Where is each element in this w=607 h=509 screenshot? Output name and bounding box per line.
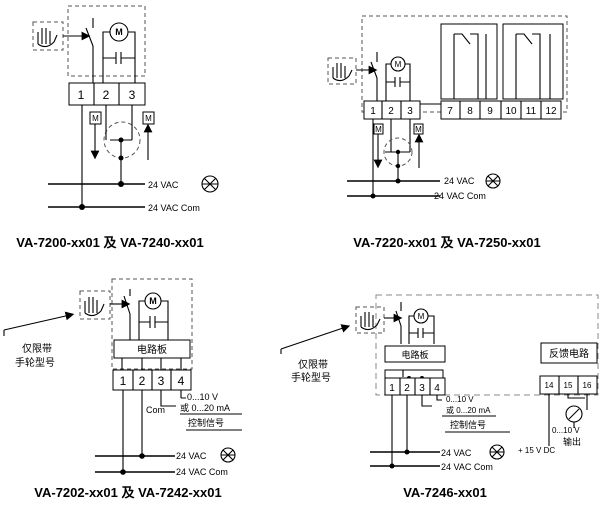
transformer-icon-4 xyxy=(489,444,505,460)
hand-icon-2 xyxy=(327,57,357,85)
svg-text:12: 12 xyxy=(545,106,557,117)
svg-text:9: 9 xyxy=(487,106,493,117)
svg-text:1: 1 xyxy=(120,374,127,388)
caption-d4: VA-7246-xx01 xyxy=(403,485,487,500)
svg-text:M: M xyxy=(145,114,152,123)
svg-text:24 VAC Com: 24 VAC Com xyxy=(441,462,493,472)
svg-text:0...10 V: 0...10 V xyxy=(446,395,474,404)
svg-text:16: 16 xyxy=(583,381,592,390)
svg-text:输出: 输出 xyxy=(563,436,581,448)
actuator-housing-2 xyxy=(361,15,568,113)
svg-text:或 0...20 mA: 或 0...20 mA xyxy=(446,405,491,415)
circuit-board-4 xyxy=(384,345,446,363)
svg-text:M: M xyxy=(149,296,157,306)
svg-text:0...10 V: 0...10 V xyxy=(552,426,580,435)
relay-2 xyxy=(502,23,564,100)
svg-text:24 VAC: 24 VAC xyxy=(441,448,472,458)
caption-d3: VA-7202-xx01 及 VA-7242-xx01 xyxy=(34,485,221,500)
svg-text:2: 2 xyxy=(103,88,110,102)
svg-text:0...10 V: 0...10 V xyxy=(187,392,218,402)
svg-text:2: 2 xyxy=(404,383,410,394)
transformer-icon xyxy=(201,175,219,193)
svg-text:1: 1 xyxy=(389,383,395,394)
svg-text:M: M xyxy=(395,60,402,69)
actuator-housing-3 xyxy=(111,278,193,370)
transformer-icon-2 xyxy=(485,173,501,189)
terminal-block xyxy=(68,82,146,106)
svg-text:反馈电路: 反馈电路 xyxy=(549,347,589,360)
svg-text:Com: Com xyxy=(146,405,165,415)
relay-1 xyxy=(440,23,498,100)
svg-text:11: 11 xyxy=(526,106,537,117)
svg-text:M: M xyxy=(418,312,425,321)
svg-text:M: M xyxy=(415,125,422,134)
handwheel-note-line2: 手轮型号 xyxy=(15,356,55,369)
svg-text:控制信号: 控制信号 xyxy=(450,419,486,431)
svg-text:24 VAC: 24 VAC xyxy=(444,176,475,186)
svg-text:2: 2 xyxy=(388,106,394,117)
svg-text:15: 15 xyxy=(564,381,573,390)
svg-text:+ 15 V DC: + 15 V DC xyxy=(518,446,555,455)
actuator-housing xyxy=(67,5,146,77)
handwheel-note-4-line1: 仅限带 xyxy=(298,359,328,371)
meter-icon xyxy=(565,405,583,423)
svg-text:3: 3 xyxy=(407,106,413,117)
svg-text:或 0...20 mA: 或 0...20 mA xyxy=(180,402,230,413)
transformer-icon-3 xyxy=(220,447,236,463)
svg-text:24 VAC Com: 24 VAC Com xyxy=(148,203,200,213)
hand-icon-4 xyxy=(355,306,385,334)
svg-text:24 VAC Com: 24 VAC Com xyxy=(176,467,228,477)
svg-text:M: M xyxy=(375,125,382,134)
svg-text:24 VAC: 24 VAC xyxy=(176,451,207,461)
handwheel-note-4-line2: 手轮型号 xyxy=(291,371,331,384)
svg-text:3: 3 xyxy=(419,383,425,394)
svg-text:3: 3 xyxy=(129,88,136,102)
svg-text:M: M xyxy=(92,114,99,123)
svg-text:24 VAC: 24 VAC xyxy=(148,180,179,190)
diagram-va7200: M 1 2 3 M M 24 VAC 24 VAC Com xyxy=(32,5,219,213)
feedback-circuit xyxy=(540,342,598,364)
svg-text:控制信号: 控制信号 xyxy=(188,417,224,429)
diagram-va7220: M 1 2 3 7 8 9 10 11 12 M M xyxy=(327,15,568,201)
svg-text:4: 4 xyxy=(434,383,440,394)
svg-text:24 VAC Com: 24 VAC Com xyxy=(434,191,486,201)
svg-text:14: 14 xyxy=(545,381,554,390)
actuator-housing-4 xyxy=(375,294,599,396)
caption-d1: VA-7200-xx01 及 VA-7240-xx01 xyxy=(16,235,203,250)
svg-text:电路板: 电路板 xyxy=(401,349,428,361)
diagram-va7202: M 电路板 1 2 3 4 Com 0...10 V 或 0...20 mA 控… xyxy=(3,278,242,477)
svg-text:1: 1 xyxy=(78,88,85,102)
svg-text:4: 4 xyxy=(178,374,185,388)
circuit-board-3 xyxy=(113,339,191,359)
svg-text:7: 7 xyxy=(447,106,453,117)
hand-icon xyxy=(32,21,64,51)
svg-text:电路板: 电路板 xyxy=(137,343,167,356)
svg-text:10: 10 xyxy=(505,106,517,117)
svg-text:2: 2 xyxy=(139,374,146,388)
svg-text:3: 3 xyxy=(158,374,165,388)
handwheel-note-line1: 仅限带 xyxy=(22,343,52,355)
svg-text:M: M xyxy=(115,27,123,37)
diagram-va7246: M 电路板 1 2 3 4 0...10 V 或 0...20 mA 控制信号 … xyxy=(280,294,599,472)
svg-text:8: 8 xyxy=(467,106,473,117)
svg-text:1: 1 xyxy=(370,106,376,117)
hand-icon-3 xyxy=(79,290,111,320)
caption-d2: VA-7220-xx01 及 VA-7250-xx01 xyxy=(353,235,540,250)
